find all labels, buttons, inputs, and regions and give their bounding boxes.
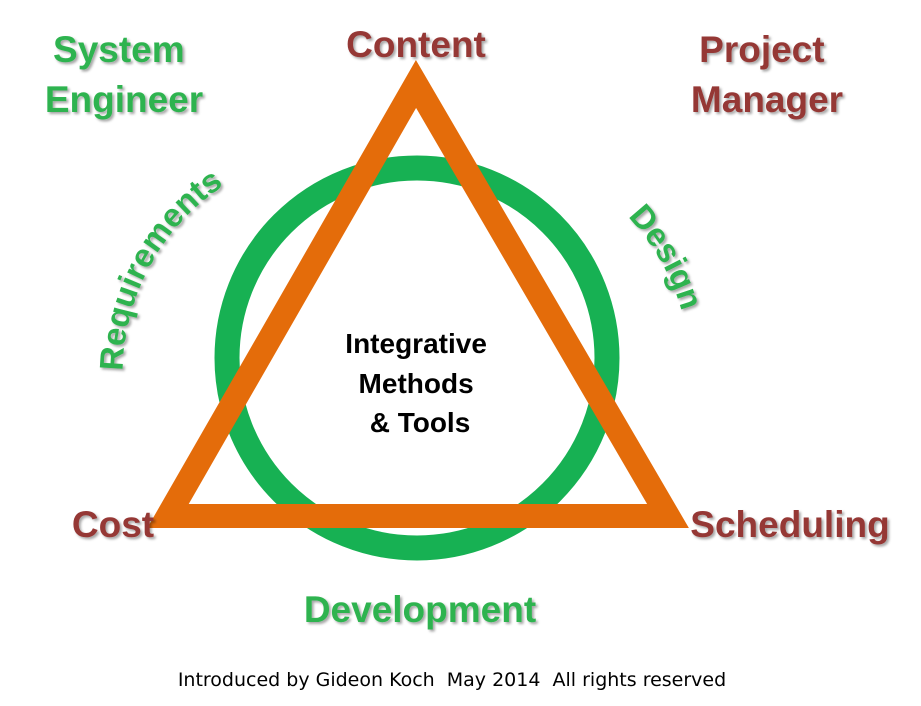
- role-system-engineer-line2: Engineer: [45, 79, 203, 120]
- vertex-content-label: Content: [346, 24, 486, 65]
- center-text: Integrative Methods & Tools: [345, 328, 494, 438]
- integration-circle: [214, 155, 620, 561]
- footer-credit: Introduced by Gideon Koch May 2014 All r…: [178, 669, 726, 691]
- circle-design-text: Design: [623, 197, 711, 314]
- role-project-manager: Project Manager: [691, 29, 843, 120]
- role-project-manager-line1: Project: [699, 29, 824, 70]
- center-line-3: & Tools: [370, 407, 471, 438]
- role-system-engineer-line1: System: [53, 29, 185, 70]
- circle-requirements-label: Requirements: [92, 161, 228, 372]
- circle-development-label: Development: [304, 589, 536, 630]
- role-project-manager-line2: Manager: [691, 79, 843, 120]
- vertex-scheduling-label: Scheduling: [690, 504, 889, 545]
- circle-design-label: Design: [623, 197, 711, 314]
- triangle-shape: [147, 60, 689, 528]
- center-line-2: Methods: [359, 368, 474, 399]
- circle-requirements-text: Requirements: [92, 161, 228, 372]
- center-line-1: Integrative: [345, 328, 487, 359]
- vertex-cost-label: Cost: [72, 504, 154, 545]
- role-system-engineer: System Engineer: [45, 29, 203, 120]
